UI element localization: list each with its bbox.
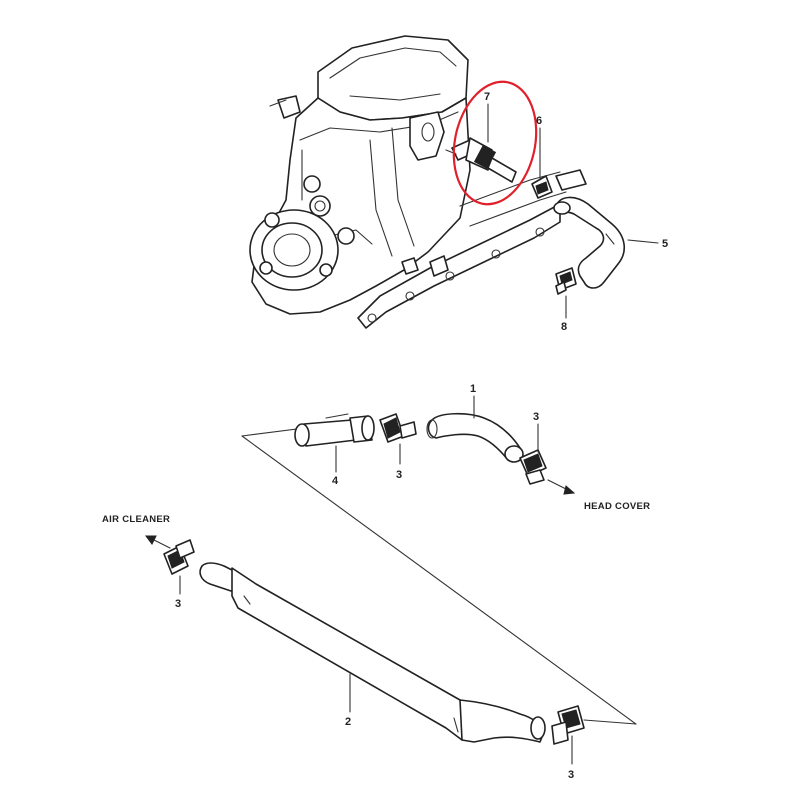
label-part-2: 2 [345, 716, 351, 728]
label-part-4: 4 [332, 475, 339, 487]
label-head-cover: HEAD COVER [584, 501, 650, 512]
clamp-3-air-cleaner [163, 539, 195, 575]
intake-manifold [249, 35, 587, 329]
label-part-8: 8 [561, 321, 567, 333]
hose-4 [294, 413, 375, 447]
clamp-3-lower [551, 705, 585, 745]
label-part-3-lower: 3 [568, 769, 574, 781]
label-part-3-air-cleaner: 3 [175, 598, 181, 610]
label-part-5: 5 [662, 238, 668, 250]
label-part-6: 6 [536, 115, 542, 127]
pcv-valve-highlight-ring [452, 80, 538, 206]
label-part-3-head-cover: 3 [533, 411, 539, 423]
clamp-3-head-cover [519, 449, 547, 485]
label-air-cleaner: AIR CLEANER [102, 514, 170, 525]
pcv-valve [445, 137, 517, 183]
hose-5 [553, 196, 625, 289]
label-part-1: 1 [470, 383, 476, 395]
clamp-6 [531, 175, 553, 199]
clamp-8 [555, 267, 577, 295]
clamp-3-middle [379, 413, 417, 443]
hose-2 [199, 562, 546, 743]
label-part-3-middle: 3 [396, 469, 402, 481]
label-part-7: 7 [484, 91, 490, 103]
hose-1 [426, 412, 524, 463]
